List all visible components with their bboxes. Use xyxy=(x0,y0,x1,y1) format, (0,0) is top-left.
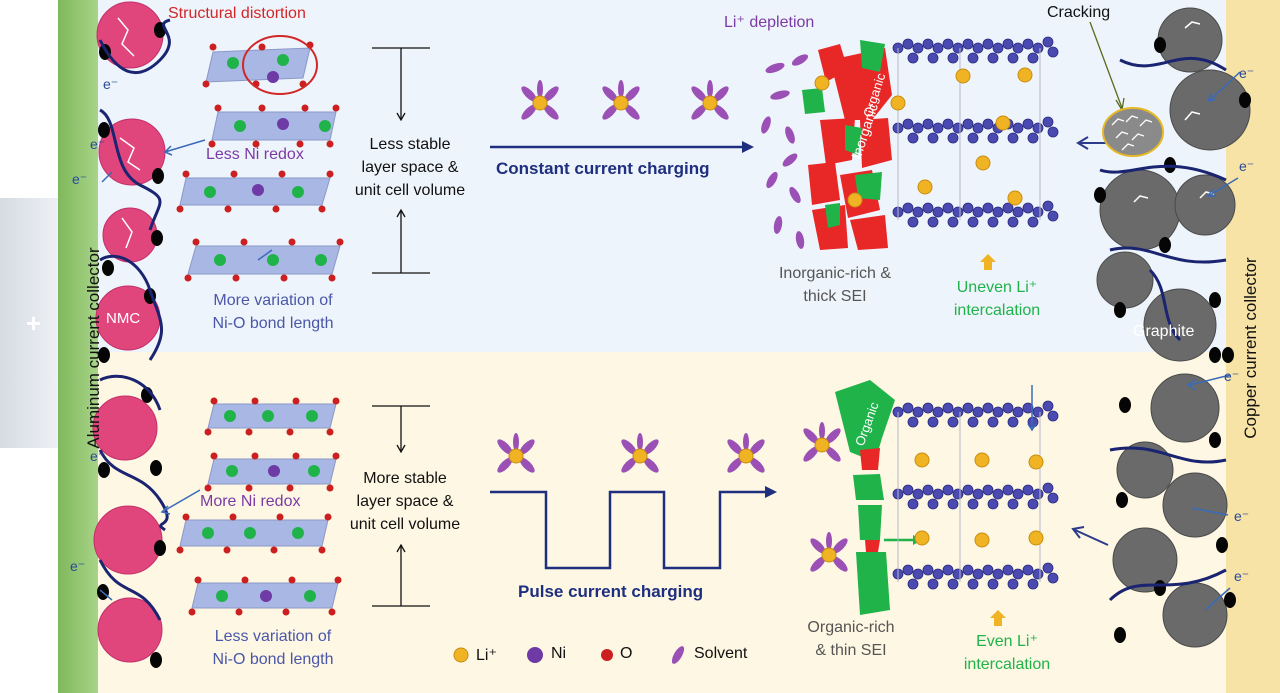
bottom-stability-text: More stable layer space & unit cell volu… xyxy=(349,470,461,533)
nmc-particles xyxy=(92,1,171,668)
graphite-lattice-top xyxy=(890,36,1059,270)
graphite-label: Graphite xyxy=(1133,323,1195,340)
pulse-current-waveform xyxy=(490,486,777,570)
scattered-solvent xyxy=(761,54,809,249)
cracking-detail xyxy=(1089,21,1164,157)
legend-symbols xyxy=(453,646,685,664)
electron-label: e⁻ xyxy=(90,448,106,464)
pulse-current-label: Pulse current charging xyxy=(518,582,704,601)
battery-tab xyxy=(0,198,60,448)
electron-label: e⁻ xyxy=(1224,368,1240,384)
legend-o-label: O xyxy=(620,645,633,662)
top-sei-text: Inorganic-rich & thick SEI xyxy=(778,265,892,305)
left-electron-arrows xyxy=(99,139,206,601)
electron-label: e⁻ xyxy=(1239,158,1255,174)
electron-label: e⁻ xyxy=(90,136,106,152)
top-stability-text: Less stable layer space & unit cell volu… xyxy=(354,136,466,199)
bottom-sei-layer xyxy=(835,380,922,615)
cracking-label: Cracking xyxy=(1047,4,1111,21)
nmc-label: NMC xyxy=(106,310,141,327)
electron-label: e⁻ xyxy=(103,76,119,92)
electron-label: e⁻ xyxy=(72,171,88,187)
bottom-ni-redox-label: More Ni redox xyxy=(200,493,301,510)
plus-terminal: + xyxy=(26,308,42,338)
structural-distortion-label: Structural distortion xyxy=(168,5,306,22)
copper-collector-label: Copper current collector xyxy=(1241,257,1260,439)
constant-current-label: Constant current charging xyxy=(496,159,710,178)
uneven-intercalation-text: Uneven Li⁺ intercalation xyxy=(953,279,1041,319)
li-arrows-right xyxy=(1071,136,1110,546)
bottom-sei-text: Organic-rich & thin SEI xyxy=(807,619,895,659)
legend-li-label: Li⁺ xyxy=(476,647,497,664)
bottom-bond-variation-text: Less variation of Ni-O bond length xyxy=(212,628,334,668)
top-ni-redox-label: Less Ni redox xyxy=(206,146,304,163)
graphite-particles xyxy=(1094,7,1251,648)
even-intercalation-text: Even Li⁺ intercalation xyxy=(963,633,1051,673)
aluminum-collector xyxy=(58,0,98,693)
top-bond-variation-text: More variation of Ni-O bond length xyxy=(212,292,334,332)
legend-solvent-label: Solvent xyxy=(694,645,748,662)
electron-label: e⁻ xyxy=(1234,508,1250,524)
nmc-lattice-top xyxy=(176,35,344,282)
layer-space-markers xyxy=(372,47,430,607)
distortion-highlight-circle xyxy=(242,35,318,95)
electron-label: e⁻ xyxy=(1239,65,1255,81)
graphite-lattice-bottom xyxy=(892,385,1059,626)
nmc-lattice-bottom xyxy=(176,397,342,616)
electron-label: e⁻ xyxy=(70,558,86,574)
li-depletion-label: Li⁺ depletion xyxy=(724,14,815,31)
legend-ni-label: Ni xyxy=(551,645,567,662)
constant-current-arrow xyxy=(490,141,754,153)
top-sei-layer xyxy=(802,40,892,250)
electron-label: e⁻ xyxy=(1234,568,1250,584)
